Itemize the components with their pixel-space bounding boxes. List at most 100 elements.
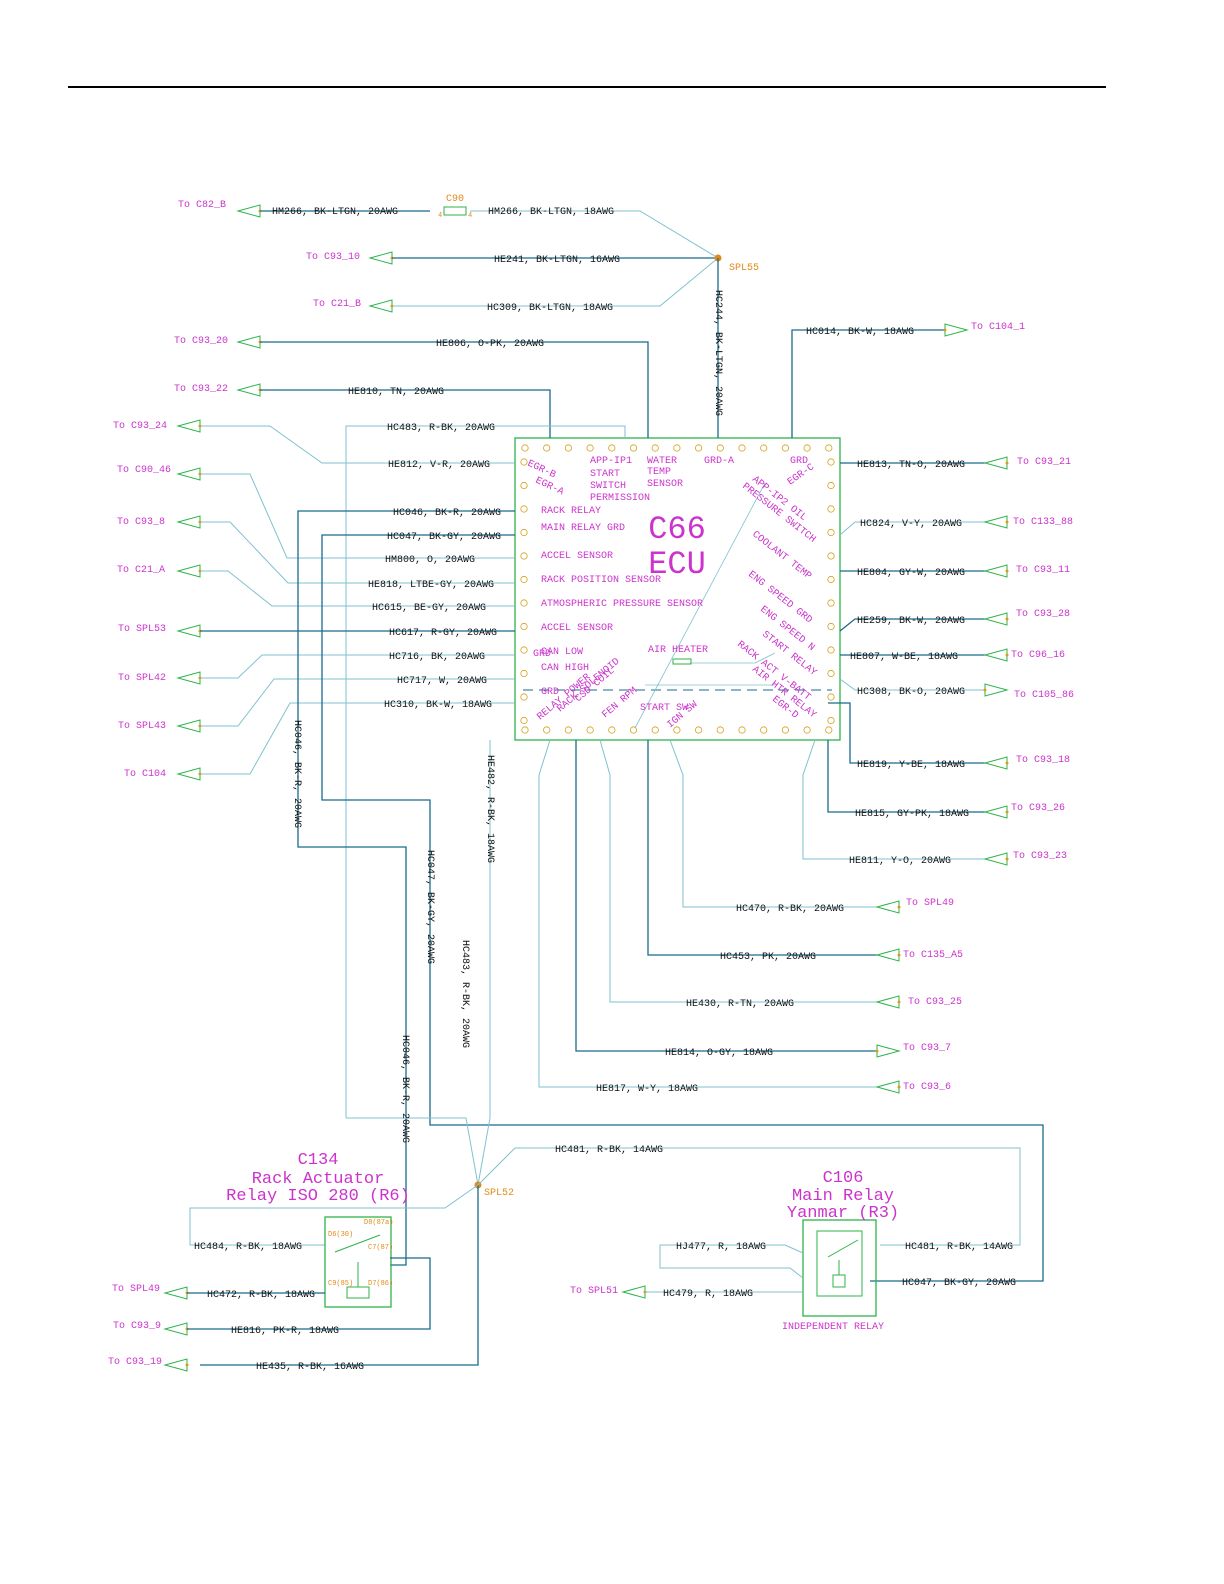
connector-arrow-icon [983, 756, 1008, 770]
ecu-pin-label: RACK RELAY [541, 506, 601, 517]
pin-ring [520, 693, 528, 701]
pin-ring [629, 444, 638, 452]
relay-pin-label: D6(30) [328, 1231, 353, 1239]
connector-arrow-icon [984, 683, 1009, 697]
dest-label: To C93_22 [174, 384, 228, 395]
wire-label: HC453, PK, 20AWG [720, 952, 816, 963]
ecu-pin-label: START [590, 469, 620, 480]
pin-ring [781, 444, 790, 452]
wire-label: HC617, R-GY, 20AWG [389, 628, 497, 639]
connector-arrow-icon [983, 515, 1008, 529]
ecu-name: C66 [648, 511, 706, 548]
wire [345, 425, 626, 1118]
dest-label: To C104_1 [971, 322, 1025, 333]
connector-arrow-icon [621, 1285, 646, 1299]
terminal-dot [1005, 653, 1009, 657]
wire [260, 389, 551, 438]
wire-label: HC472, R-BK, 18AWG [207, 1290, 315, 1301]
dest-label: To C21_B [313, 299, 361, 310]
wire-label: HE807, W-BE, 18AWG [850, 652, 958, 663]
relay-pin-label: C7(87) [368, 1244, 393, 1252]
wire [659, 1244, 804, 1279]
wire-label: HC047, BK-GY, 20AWG [424, 850, 435, 964]
wire-label: HC716, BK, 20AWG [389, 652, 485, 663]
terminal-dot [875, 1049, 879, 1053]
relay-switch [827, 1239, 859, 1258]
ecu-pin-label: GRD [541, 687, 559, 698]
wire [802, 739, 985, 860]
pin-ring [827, 458, 835, 466]
terminal-dot [897, 1000, 901, 1004]
dest-label: To SPL43 [118, 721, 166, 732]
dest-label: To C93_18 [1016, 755, 1070, 766]
dest-label: To SPL42 [118, 673, 166, 684]
wire-label: HC481, R-BK, 14AWG [905, 1242, 1013, 1253]
pin-ring [827, 528, 835, 537]
connector-arrow-icon [236, 383, 261, 397]
ecu-pin-label: SENSOR [647, 479, 683, 490]
dest-label: To C82_B [178, 200, 226, 211]
connector-arrow-icon [176, 767, 201, 781]
pin-ring [760, 726, 768, 734]
connector-arrow-icon [176, 671, 201, 685]
terminal-dot [897, 1085, 901, 1089]
ecu-pin-label: WATER [647, 456, 677, 467]
wire [200, 678, 515, 727]
ecu-pin-label: CAN LOW [541, 647, 583, 658]
ecu-pin-label: PERMISSION [590, 493, 650, 504]
wire-label: HE241, BK-LTGN, 16AWG [494, 255, 620, 266]
pin-ring [827, 716, 835, 725]
connector-arrow-icon [983, 612, 1008, 626]
wire-label: HE814, O-GY, 18AWG [665, 1048, 773, 1059]
pin-ring [520, 622, 528, 631]
pin-ring [716, 444, 724, 452]
pin-ring [760, 444, 768, 452]
connector-arrow-icon [983, 564, 1008, 578]
connector-arrow-icon [176, 515, 201, 529]
wire [477, 740, 491, 1186]
pin-ring [543, 444, 551, 452]
wire-label: HE813, TN-O, 20AWG [857, 460, 965, 471]
dest-label: To C93_20 [174, 336, 228, 347]
relay-pin-label: D7(86) [368, 1280, 393, 1288]
wire-label: HC481, R-BK, 14AWG [555, 1145, 663, 1156]
ecu-pin-label: ATMOSPHERIC PRESSURE SENSOR [541, 599, 703, 610]
connector-arrow-icon [176, 719, 201, 733]
wire-label: HC309, BK-LTGN, 18AWG [487, 303, 613, 314]
air-heater-label: AIR HEATER [648, 645, 708, 656]
pin-ring [564, 444, 573, 452]
terminal-dot [1005, 761, 1009, 765]
wire [599, 739, 877, 1003]
pin-ring [543, 726, 551, 734]
wire [791, 329, 945, 438]
connector-arrow-icon [875, 1080, 900, 1094]
wire-label: HC046, BK-R, 20AWG [291, 720, 302, 828]
wire [200, 473, 515, 559]
wire-label: HC479, R, 18AWG [663, 1289, 753, 1300]
wire [669, 739, 877, 908]
connector-arrow-icon [176, 624, 201, 638]
wire-label: HC484, R-BK, 18AWG [194, 1242, 302, 1253]
wire-label: HE430, R-TN, 20AWG [686, 999, 794, 1010]
wire [392, 257, 719, 307]
wire-label: HJ477, R, 18AWG [676, 1242, 766, 1253]
c90-connector [443, 206, 467, 216]
pin-ring [520, 505, 528, 513]
wire [297, 510, 515, 1266]
wire-label: HM800, O, 20AWG [385, 555, 475, 566]
wire-label: HE817, W-Y, 18AWG [596, 1084, 698, 1095]
dest-label: To C93_10 [306, 252, 360, 263]
wire-label: HC470, R-BK, 20AWG [736, 904, 844, 915]
c134-name: C134 [298, 1151, 339, 1170]
connector-arrow-icon [163, 1286, 188, 1300]
pin-ring [564, 726, 573, 734]
terminal-dot [897, 905, 901, 909]
connector-arrow-icon [163, 1322, 188, 1336]
dest-label: To C93_25 [908, 997, 962, 1008]
connector-arrow-icon [236, 335, 261, 349]
terminal-dot [1005, 810, 1009, 814]
pin-ring [738, 726, 746, 734]
wire-label: HC047, BK-GY, 20AWG [387, 532, 501, 543]
ecu-pin-label: RACK POSITION SENSOR [541, 575, 661, 586]
